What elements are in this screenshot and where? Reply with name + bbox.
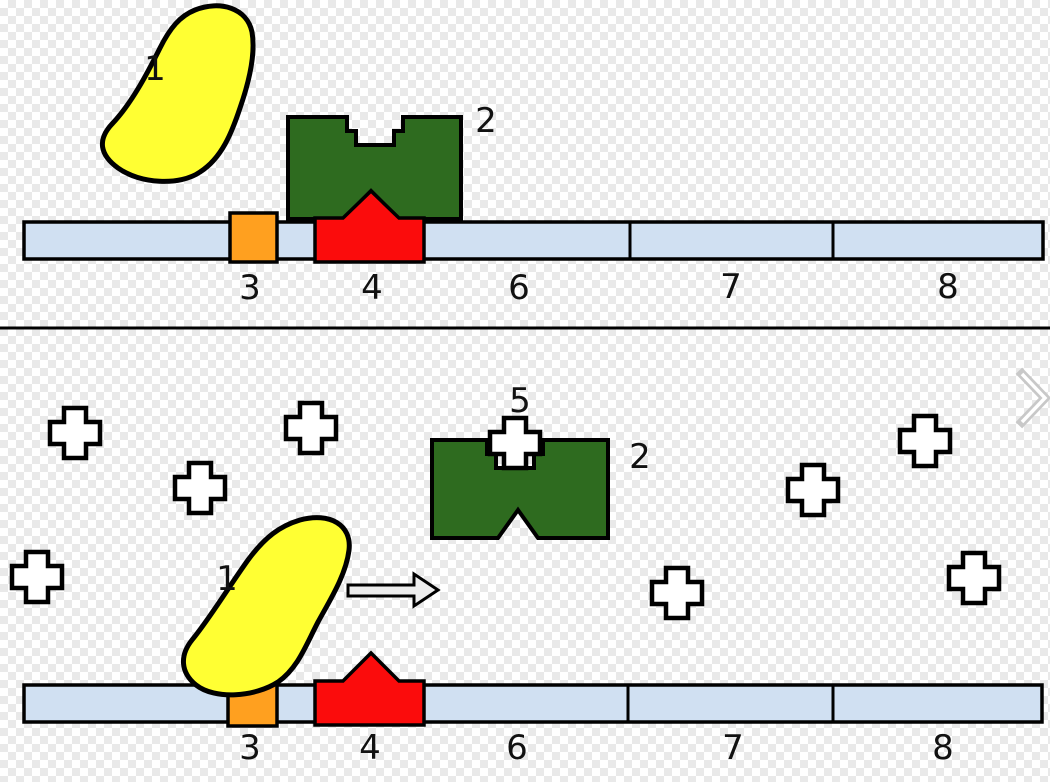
promoter-label-bottom: 3	[239, 728, 261, 768]
rna-polymerase-blob-top	[100, 3, 256, 184]
transcription-arrow	[346, 571, 441, 609]
polymerase-label-top: 1	[144, 49, 166, 89]
operator-segment-bottom	[313, 650, 426, 727]
repressor-label-bottom: 2	[629, 437, 651, 477]
top-panel: 1 2 3 4 6 7 8	[22, 3, 1045, 308]
gene7-label-top: 7	[720, 267, 742, 307]
inducer-cross-icon	[175, 463, 225, 513]
inducer-cross-icon	[949, 553, 999, 603]
polymerase-label-bottom: 1	[216, 559, 238, 599]
promoter-label-top: 3	[239, 268, 261, 308]
inducer-cross-icon	[652, 568, 702, 618]
operator-label-top: 4	[361, 268, 383, 308]
inducer-cross-icon	[788, 465, 838, 515]
dna-strand-top	[22, 220, 1045, 261]
inducer-label-bottom: 5	[509, 381, 531, 421]
gene6-label-top: 6	[508, 268, 530, 308]
inducer-cross-icon	[900, 416, 950, 466]
repressor-label-top: 2	[475, 101, 497, 141]
next-chevron-icon[interactable]	[1015, 367, 1050, 429]
chevron-outline	[1015, 367, 1050, 429]
rna-polymerase-blob-bottom	[181, 515, 352, 698]
operator-segment-top	[313, 188, 426, 264]
inducer-cross-icon	[286, 403, 336, 453]
gene8-label-bottom: 8	[932, 728, 954, 768]
operator-label-bottom: 4	[359, 728, 381, 768]
inducer-cross-icon	[50, 408, 100, 458]
bottom-panel: 5 2 1 3 4 6 7 8	[12, 381, 1044, 768]
gene6-label-bottom: 6	[506, 728, 528, 768]
dna-strand-bottom	[22, 683, 1044, 724]
promoter-segment-top	[228, 211, 279, 264]
gene7-label-bottom: 7	[722, 728, 744, 768]
inducer-cross-icon	[12, 552, 62, 602]
chevron-inner	[1020, 372, 1048, 424]
gene8-label-top: 8	[937, 267, 959, 307]
